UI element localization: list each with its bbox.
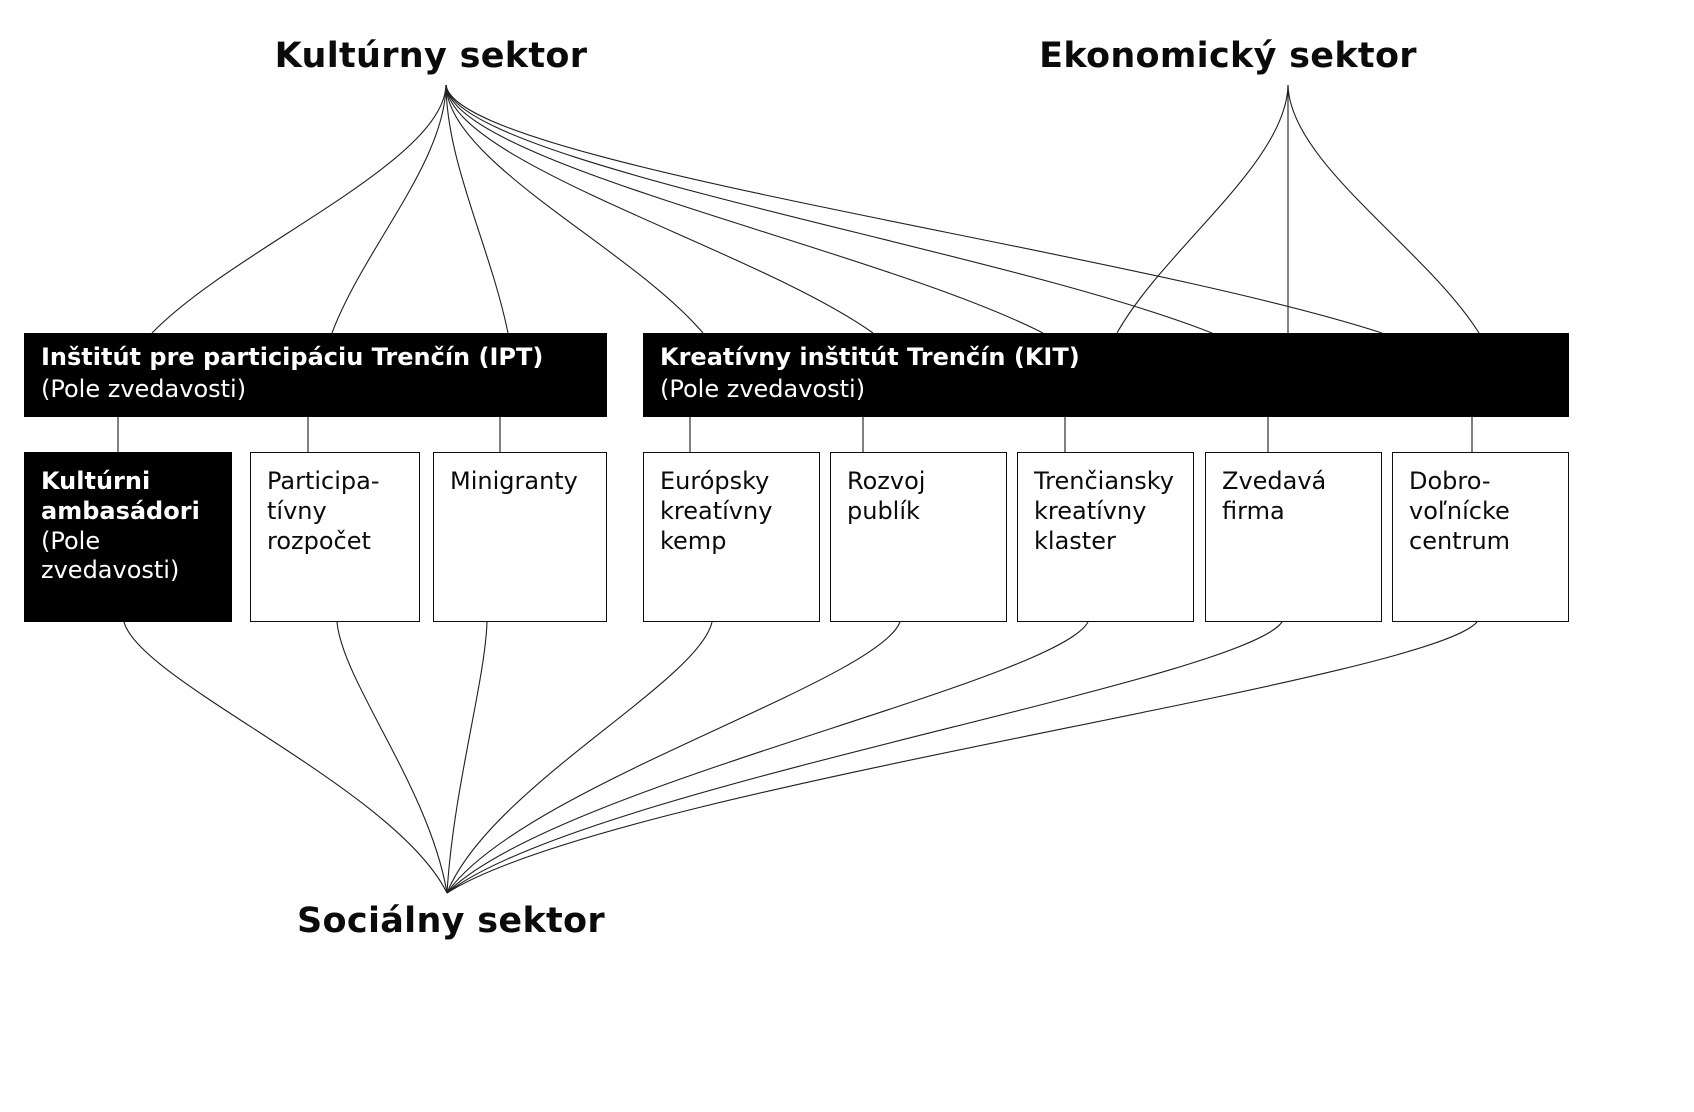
project-box-minigranty: Minigranty: [433, 452, 607, 622]
project-label: Zvedavá firma: [1222, 467, 1327, 525]
project-box-kulturni-ambasadori: Kultúrni ambasádori (Pole zvedavosti): [24, 452, 232, 622]
project-box-participativny-rozpocet: Participa- tívny rozpočet: [250, 452, 420, 622]
institute-bar-kit: Kreatívny inštitút Trenčín (KIT) (Pole z…: [643, 333, 1569, 417]
project-box-trenciansky-kreativny-klaster: Trenčiansky kreatívny klaster: [1017, 452, 1194, 622]
project-box-zvedava-firma: Zvedavá firma: [1205, 452, 1382, 622]
project-label: Trenčiansky kreatívny klaster: [1034, 467, 1174, 555]
sector-title-socialny: Sociálny sektor: [297, 901, 605, 941]
institute-ipt-title: Inštitút pre participáciu Trenčín (IPT): [41, 343, 544, 371]
project-label: Európsky kreatívny kemp: [660, 467, 773, 555]
project-label: Participa- tívny rozpočet: [267, 467, 380, 555]
sector-title-kulturny: Kultúrny sektor: [274, 36, 588, 76]
project-box-rozvoj-publik: Rozvoj publík: [830, 452, 1007, 622]
project-subtitle: (Pole zvedavosti): [41, 526, 180, 585]
project-label: Kultúrni ambasádori: [41, 467, 200, 525]
project-label: Minigranty: [450, 467, 578, 495]
project-label: Dobro- voľnícke centrum: [1409, 467, 1511, 555]
institute-kit-subtitle: (Pole zvedavosti): [660, 374, 866, 403]
project-box-dobrovolnicke-centrum: Dobro- voľnícke centrum: [1392, 452, 1569, 622]
institute-bar-ipt: Inštitút pre participáciu Trenčín (IPT) …: [24, 333, 607, 417]
sector-title-ekonomicky: Ekonomický sektor: [1039, 36, 1417, 76]
institute-ipt-subtitle: (Pole zvedavosti): [41, 374, 247, 403]
project-box-europsky-kreativny-kemp: Európsky kreatívny kemp: [643, 452, 820, 622]
project-label: Rozvoj publík: [847, 467, 926, 525]
institute-kit-title: Kreatívny inštitút Trenčín (KIT): [660, 343, 1080, 371]
